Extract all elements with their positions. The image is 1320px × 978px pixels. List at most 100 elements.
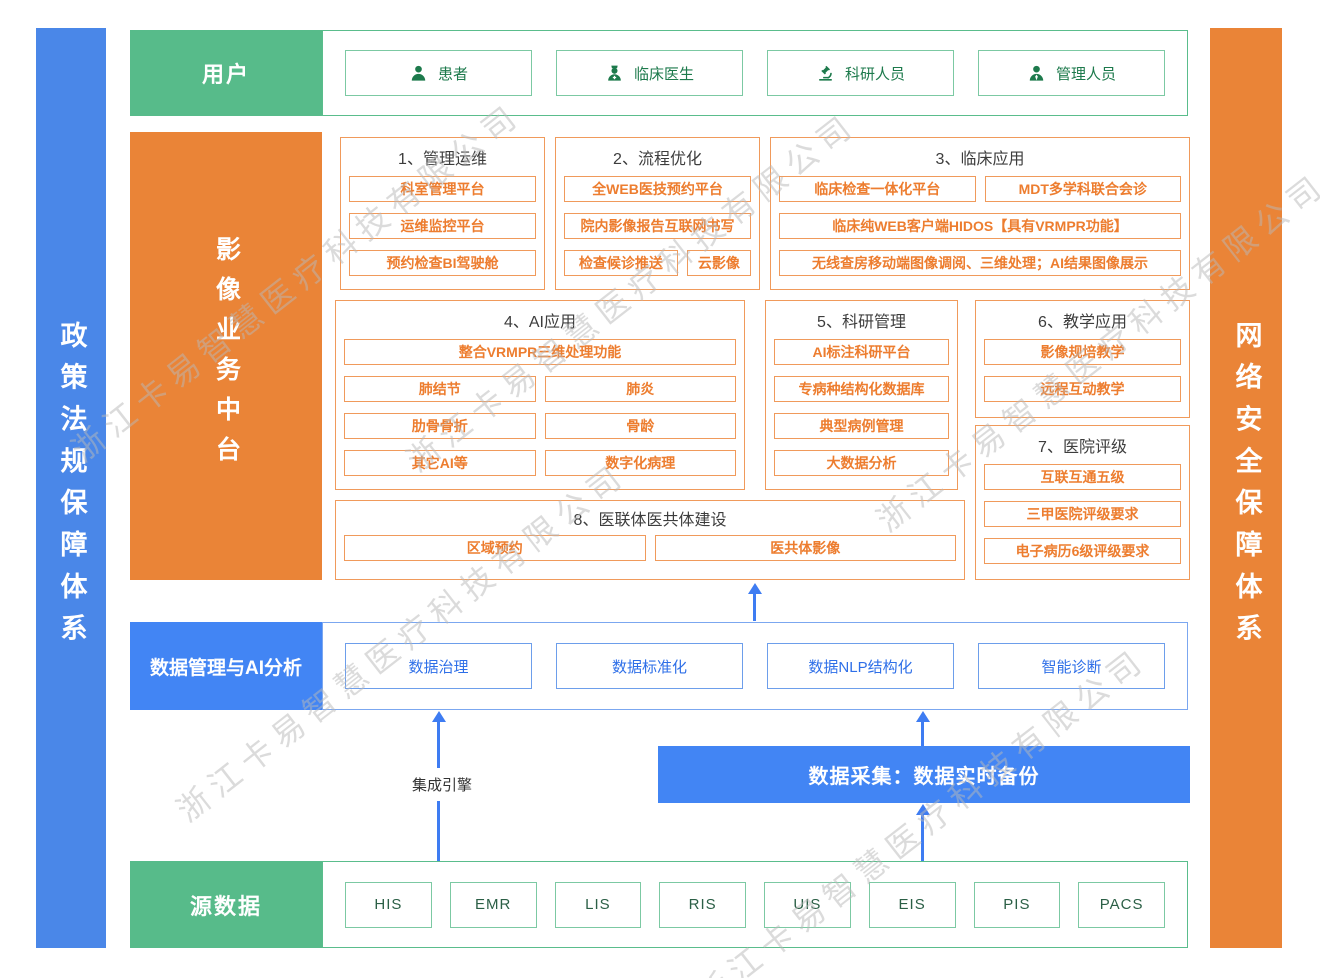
section-process-optimization: 2、流程优化 全WEB医技预约平台院内影像报告互联网书写检查候诊推送云影像 [555,137,760,290]
section-item: 临床纯WEB客户端HIDOS【具有VRMPR功能】 [779,213,1181,239]
section-row: 大数据分析 [774,450,949,476]
source-item: EMR [449,881,537,928]
policy-regulation-sidebar: 政策法规保障体系 [36,28,106,948]
network-security-sidebar: 网络安全保障体系 [1210,28,1282,948]
section-item: 其它AI等 [344,450,536,476]
section-row: 临床纯WEB客户端HIDOS【具有VRMPR功能】 [779,213,1181,239]
section-row: 科室管理平台 [349,176,536,202]
section-body: 互联互通五级三甲医院评级要求电子病历6级评级要求 [976,464,1189,564]
section-item: 互联互通五级 [984,464,1181,490]
section-title: 8、医联体医共体建设 [573,512,727,529]
section-row: 肋骨骨折骨龄 [344,413,736,439]
section-item: 影像规培教学 [984,339,1181,365]
data-mgmt-row-label: 数据管理与AI分析 [130,622,322,710]
users-row-label: 用户 [130,30,322,116]
user-item-label: 患者 [437,65,468,83]
user-item: 科研人员 [767,50,954,96]
section-item: 骨龄 [544,413,736,439]
section-row: 专病种结构化数据库 [774,376,949,402]
section-management-ops: 1、管理运维 科室管理平台运维监控平台预约检查BI驾驶舱 [340,137,545,290]
section-row: 区域预约医共体影像 [344,535,956,561]
source-item: RIS [659,881,746,928]
section-item: 数字化病理 [544,450,736,476]
section-hospital-rating: 7、医院评级 互联互通五级三甲医院评级要求电子病历6级评级要求 [975,425,1190,580]
policy-regulation-label: 政策法规保障体系 [56,320,87,656]
section-row: 影像规培教学 [984,339,1181,365]
platform-label-text: 影像业务中台 [212,236,241,476]
patient-icon [409,64,428,83]
section-item: 院内影像报告互联网书写 [564,213,751,239]
source-item: UIS [764,881,851,928]
dm-item: 数据治理 [345,643,532,689]
source-item: PIS [973,881,1061,928]
section-item: 区域预约 [344,535,646,561]
section-title: 3、临床应用 [935,151,1025,168]
section-row: 肺结节肺炎 [344,376,736,402]
arrow-up-collect-to-dm [915,711,930,746]
section-row: 检查候诊推送云影像 [564,250,751,276]
network-security-label: 网络安全保障体系 [1231,320,1262,656]
section-row: 三甲医院评级要求 [984,501,1181,527]
section-teaching-application: 6、教学应用 影像规培教学远程互动教学 [975,300,1190,418]
user-item-label: 管理人员 [1055,65,1116,83]
section-row: 远程互动教学 [984,376,1181,402]
section-body: 全WEB医技预约平台院内影像报告互联网书写检查候诊推送云影像 [556,176,759,276]
user-item: 临床医生 [556,50,743,96]
section-row: 互联互通五级 [984,464,1181,490]
section-item: 医共体影像 [654,535,956,561]
user-item: 患者 [345,50,532,96]
section-body: 影像规培教学远程互动教学 [976,339,1189,402]
section-item: 科室管理平台 [349,176,536,202]
section-row: 运维监控平台 [349,213,536,239]
section-row: 其它AI等数字化病理 [344,450,736,476]
section-item: 电子病历6级评级要求 [984,538,1181,564]
section-item: 检查候诊推送 [564,250,678,276]
section-row: 无线查房移动端图像调阅、三维处理；AI结果图像展示 [779,250,1181,276]
dm-items: 数据治理数据标准化数据NLP结构化智能诊断 [322,622,1188,710]
user-item-label: 科研人员 [844,65,905,83]
section-item: 预约检查BI驾驶舱 [349,250,536,276]
section-item: 肋骨骨折 [344,413,536,439]
section-ai-application: 4、AI应用 整合VRMPR三维处理功能肺结节肺炎肋骨骨折骨龄其它AI等数字化病… [335,300,745,490]
section-item: MDT多学科联合会诊 [984,176,1181,202]
arrow-up-source-to-collect [915,804,930,861]
doctor-icon [605,64,624,83]
source-item: PACS [1078,881,1165,928]
section-title: 5、科研管理 [817,314,906,331]
admin-icon [1027,64,1046,83]
users-items: 患者 临床医生 科研人员 管理人员 [322,30,1188,116]
section-title: 6、教学应用 [1038,314,1127,331]
dm-item: 智能诊断 [978,643,1165,689]
dm-item: 数据NLP结构化 [767,643,954,689]
section-row: 全WEB医技预约平台 [564,176,751,202]
section-item: 无线查房移动端图像调阅、三维处理；AI结果图像展示 [779,250,1181,276]
section-item: 三甲医院评级要求 [984,501,1181,527]
section-research-management: 5、科研管理 AI标注科研平台专病种结构化数据库典型病例管理大数据分析 [765,300,958,490]
section-body: 整合VRMPR三维处理功能肺结节肺炎肋骨骨折骨龄其它AI等数字化病理 [336,339,744,476]
source-data-row-label: 源数据 [130,861,322,948]
section-item: 典型病例管理 [774,413,949,439]
section-row: 整合VRMPR三维处理功能 [344,339,736,365]
section-item: AI标注科研平台 [774,339,949,365]
section-title: 2、流程优化 [613,151,702,168]
section-medical-alliance: 8、医联体医共体建设 区域预约医共体影像 [335,500,965,580]
source-item: EIS [868,881,956,928]
integration-engine-label: 集成引擎 [390,768,494,801]
section-item: 专病种结构化数据库 [774,376,949,402]
section-item: 运维监控平台 [349,213,536,239]
source-item: HIS [345,881,432,928]
user-item-label: 临床医生 [633,65,694,83]
data-collection-box: 数据采集：数据实时备份 [658,746,1190,803]
section-body: AI标注科研平台专病种结构化数据库典型病例管理大数据分析 [766,339,957,476]
section-row: AI标注科研平台 [774,339,949,365]
platform-row-label: 影像业务中台 [130,132,322,580]
section-row: 典型病例管理 [774,413,949,439]
section-item: 全WEB医技预约平台 [564,176,751,202]
section-item: 云影像 [686,250,751,276]
dm-item: 数据标准化 [556,643,743,689]
arrow-up-dm-to-platform [747,583,762,621]
section-row: 院内影像报告互联网书写 [564,213,751,239]
